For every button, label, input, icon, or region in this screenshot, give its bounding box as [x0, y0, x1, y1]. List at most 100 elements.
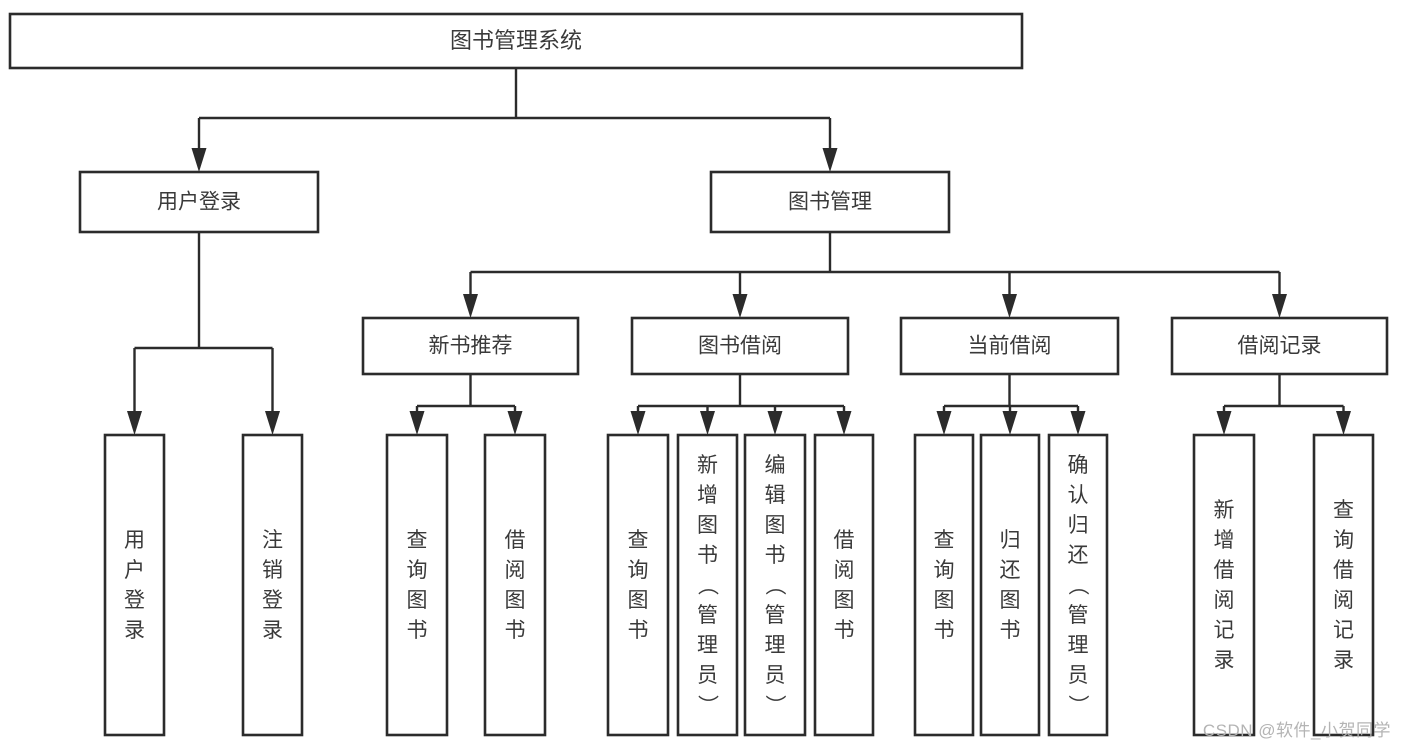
node-label-char: 图	[697, 514, 718, 537]
node-box-root[interactable]	[8, 12, 1024, 70]
edge-arrowhead	[1070, 411, 1086, 435]
edge-arrowhead	[1002, 411, 1018, 435]
node-label-char: 图	[407, 589, 428, 612]
node-label-borrow-record: 借阅记录	[1238, 335, 1322, 358]
node-label-char: （	[1066, 575, 1089, 596]
node-label-char: 确	[1068, 454, 1089, 477]
node-label-char: 借	[505, 529, 526, 552]
node-book-borrow[interactable]: 图书借阅	[630, 316, 850, 376]
node-label-char: 询	[628, 559, 649, 582]
node-label-user-login: 用户登录	[157, 191, 241, 214]
edge-arrowhead	[1336, 411, 1351, 435]
node-label-char: 书	[628, 619, 649, 642]
node-box-new-book-rec[interactable]	[361, 316, 580, 376]
node-label-char: ）	[1066, 695, 1089, 716]
node-label-char: 图	[834, 589, 855, 612]
node-label-char: （	[763, 575, 786, 596]
edge-arrowhead	[700, 411, 715, 435]
node-box-leaf-query-book-2[interactable]	[606, 433, 670, 737]
node-label-char: 录	[1333, 649, 1354, 672]
node-label-char: 增	[697, 484, 718, 507]
edge-arrowhead	[630, 411, 646, 435]
node-label-char: 借	[1214, 559, 1235, 582]
node-box-leaf-edit-book[interactable]	[743, 433, 807, 737]
node-box-leaf-borrow-book-1[interactable]	[483, 433, 547, 737]
node-label-char: 记	[1333, 619, 1354, 642]
node-box-leaf-logout[interactable]	[241, 433, 304, 737]
node-label-char: 销	[262, 559, 283, 582]
edge-arrowhead	[1272, 294, 1287, 318]
node-box-leaf-add-book[interactable]	[676, 433, 739, 737]
edge-group-root	[191, 68, 838, 172]
node-label-char: 理	[1068, 634, 1089, 657]
node-box-book-manage[interactable]	[709, 170, 951, 234]
node-box-leaf-borrow-book-2[interactable]	[813, 433, 875, 737]
edge-arrowhead	[191, 148, 207, 172]
node-label-char: 注	[262, 529, 283, 552]
node-label-char: 新	[1214, 499, 1235, 522]
node-current-borrow[interactable]: 当前借阅	[899, 316, 1120, 376]
node-box-borrow-record[interactable]	[1170, 316, 1389, 376]
node-label-char: 阅	[505, 559, 526, 582]
node-box-book-borrow[interactable]	[630, 316, 850, 376]
edge-group-book-manage	[463, 232, 1287, 318]
node-box-leaf-query-book-1[interactable]	[385, 433, 449, 737]
node-book-manage[interactable]: 图书管理	[709, 170, 951, 234]
edge-arrowhead	[409, 411, 425, 435]
node-label-char: 管	[765, 604, 786, 627]
node-root[interactable]: 图书管理系统	[8, 12, 1024, 70]
node-box-leaf-add-record[interactable]	[1192, 433, 1256, 737]
node-label-char: 员	[765, 664, 786, 687]
node-box-leaf-query-record[interactable]	[1312, 433, 1375, 737]
node-new-book-rec[interactable]: 新书推荐	[361, 316, 580, 376]
edge-arrowhead	[822, 148, 838, 172]
node-box-leaf-confirm-return[interactable]	[1047, 433, 1109, 737]
node-label-char: 查	[934, 529, 955, 552]
node-leaf-user-login[interactable]: 用户登录	[103, 433, 166, 737]
node-box-leaf-query-book-3[interactable]	[913, 433, 975, 737]
node-box-user-login[interactable]	[78, 170, 320, 234]
edge-arrowhead	[463, 294, 478, 318]
node-borrow-record[interactable]: 借阅记录	[1170, 316, 1389, 376]
node-label-book-borrow: 图书借阅	[698, 335, 782, 358]
edge-group-book-borrow	[630, 374, 852, 435]
edge-arrowhead	[1216, 411, 1232, 435]
edge-arrowhead	[732, 294, 748, 318]
node-label-char: 理	[765, 634, 786, 657]
node-label-char: ）	[696, 695, 719, 716]
node-label-char: 询	[407, 559, 428, 582]
node-user-login[interactable]: 用户登录	[78, 170, 320, 234]
edges-layer	[127, 68, 1351, 435]
node-label-char: 记	[1214, 619, 1235, 642]
node-box-current-borrow[interactable]	[899, 316, 1120, 376]
node-label-current-borrow: 当前借阅	[968, 335, 1052, 358]
node-label-char: 户	[124, 559, 145, 582]
node-box-leaf-user-login[interactable]	[103, 433, 166, 737]
node-box-leaf-return-book[interactable]	[979, 433, 1041, 737]
node-label-char: 图	[505, 589, 526, 612]
node-label-char: 编	[765, 454, 786, 477]
edge-group-current-borrow	[936, 374, 1086, 435]
node-label-char: 管	[697, 604, 718, 627]
node-label-char: 书	[1000, 619, 1021, 642]
node-label-char: 认	[1068, 484, 1089, 507]
